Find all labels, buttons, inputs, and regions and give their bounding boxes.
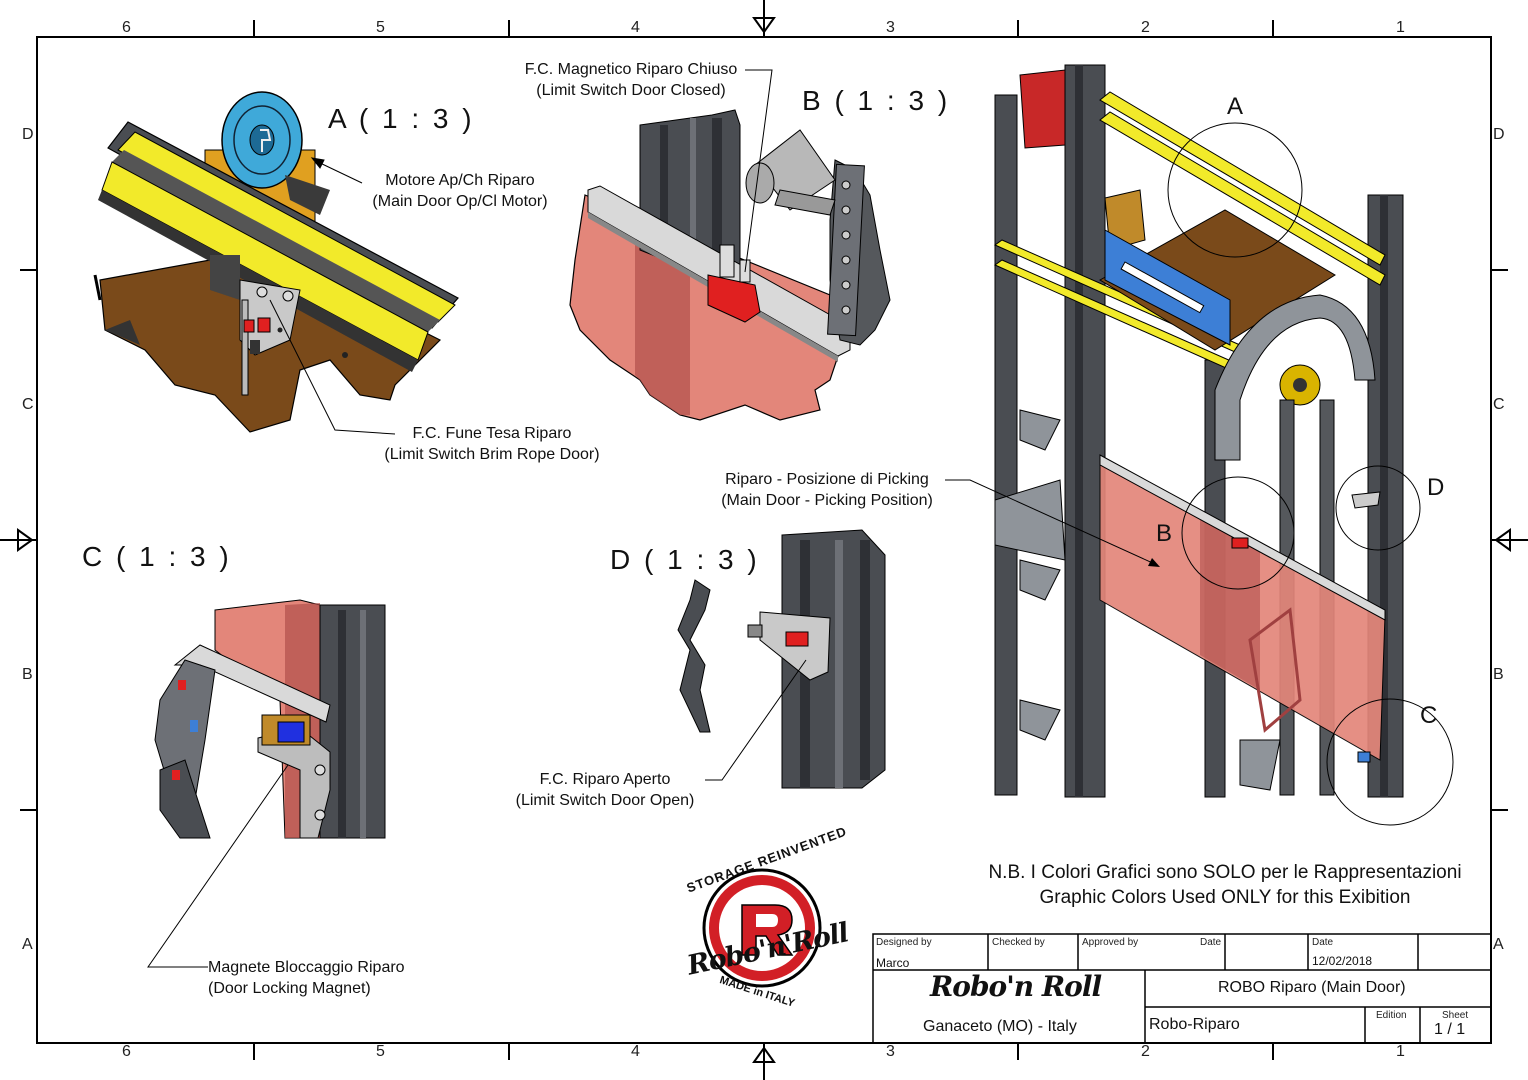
zone-top-2: 2 [1141,19,1150,36]
callout-magnet-it: Magnete Bloccaggio Riparo [208,959,405,976]
color-note-line2: Graphic Colors Used ONLY for this Exibit… [1039,887,1411,908]
tb-edition-label: Edition [1376,1010,1407,1021]
zone-top-6: 6 [122,19,131,36]
zone-bottom-4: 4 [631,1043,640,1060]
zone-left-d: D [22,126,34,143]
zone-left-b: B [22,666,33,683]
detail-d-title: D ( 1 : 3 ) [610,544,760,575]
tb-location: Ganaceto (MO) - Italy [923,1018,1077,1035]
zone-right-b: B [1493,666,1504,683]
callout-door-open-en: (Limit Switch Door Open) [515,792,695,809]
color-note-line1: N.B. I Colori Grafici sono SOLO per le R… [988,862,1462,883]
zone-bottom-2: 2 [1141,1043,1150,1060]
tb-sheet: 1 / 1 [1434,1021,1466,1038]
zone-top-4: 4 [631,19,640,36]
callout-door-closed-en: (Limit Switch Door Closed) [536,82,726,99]
detail-circle-d [1335,465,1421,551]
callout-rope-en: (Limit Switch Brim Rope Door) [384,446,600,463]
detail-c-leaders [147,764,289,968]
callout-motor: Motore Ap/Ch Riparo (Main Door Op/Cl Mot… [362,170,558,212]
tb-sheet-label: Sheet [1442,1010,1469,1021]
detail-a-view [93,91,459,433]
main-ref-c: C [1420,702,1438,729]
main-ref-b: B [1156,520,1173,547]
detail-c-view [154,599,386,839]
zone-ticks [20,20,1508,1060]
detail-a-leaders [269,157,396,435]
zone-left-a: A [22,936,33,953]
detail-circle-a [1167,122,1303,258]
main-isometric-view [945,64,1454,826]
callout-rope: F.C. Fune Tesa Riparo (Limit Switch Brim… [372,423,612,465]
title-block-lines [872,933,1492,1044]
zone-right-c: C [1493,396,1505,413]
zone-bottom-1: 1 [1396,1043,1405,1060]
detail-b-view [569,109,891,421]
callout-door-open-it: F.C. Riparo Aperto [539,771,671,788]
zone-bottom-3: 3 [886,1043,895,1060]
main-ref-a: A [1227,93,1244,120]
callout-magnet: Magnete Bloccaggio Riparo (Door Locking … [208,957,405,999]
zone-top-1: 1 [1396,19,1405,36]
callout-door-open: F.C. Riparo Aperto (Limit Switch Door Op… [505,769,705,811]
detail-d-view [677,529,886,789]
tb-part: Robo-Riparo [1149,1016,1240,1033]
callout-door-closed-it: F.C. Magnetico Riparo Chiuso [524,61,738,78]
zone-bottom-6: 6 [122,1043,131,1060]
zone-top-3: 3 [886,19,895,36]
zone-bottom-5: 5 [376,1043,385,1060]
tb-drawing-title: ROBO Riparo (Main Door) [1218,979,1406,996]
callout-door-closed: F.C. Magnetico Riparo Chiuso (Limit Swit… [515,59,747,101]
tb-date-label-1: Date [1200,937,1222,948]
callout-picking-en: (Main Door - Picking Position) [721,492,933,509]
zone-right-d: D [1493,126,1505,143]
callout-picking-it: Riparo - Posizione di Picking [725,471,929,488]
tb-designed-by-label: Designed by [876,937,932,948]
tb-company: Robo'n Roll [930,970,1102,1003]
detail-a-title: A ( 1 : 3 ) [328,103,475,134]
tb-checked-by-label: Checked by [992,937,1045,948]
tb-designed-by: Marco [876,956,910,970]
detail-d-leaders [705,659,807,781]
detail-c-title: C ( 1 : 3 ) [82,541,232,572]
zone-top-5: 5 [376,19,385,36]
color-note: N.B. I Colori Grafici sono SOLO per le R… [930,860,1520,910]
callout-motor-it: Motore Ap/Ch Riparo [385,172,535,189]
robo-n-roll-logo [702,868,822,988]
callout-picking: Riparo - Posizione di Picking (Main Door… [708,469,946,511]
zone-left-c: C [22,396,34,413]
detail-b-leaders [744,69,773,273]
zone-right-a: A [1493,936,1504,953]
callout-rope-it: F.C. Fune Tesa Riparo [412,425,572,442]
tb-approved-by-label: Approved by [1082,937,1139,948]
callout-magnet-en: (Door Locking Magnet) [208,980,371,997]
tb-date-label-2: Date [1312,937,1334,948]
callout-motor-en: (Main Door Op/Cl Motor) [372,193,548,210]
tb-date: 12/02/2018 [1312,954,1373,968]
detail-b-title: B ( 1 : 3 ) [802,85,951,116]
detail-circle-b [1181,476,1295,590]
main-ref-d: D [1427,474,1445,501]
detail-circle-c [1326,698,1454,826]
